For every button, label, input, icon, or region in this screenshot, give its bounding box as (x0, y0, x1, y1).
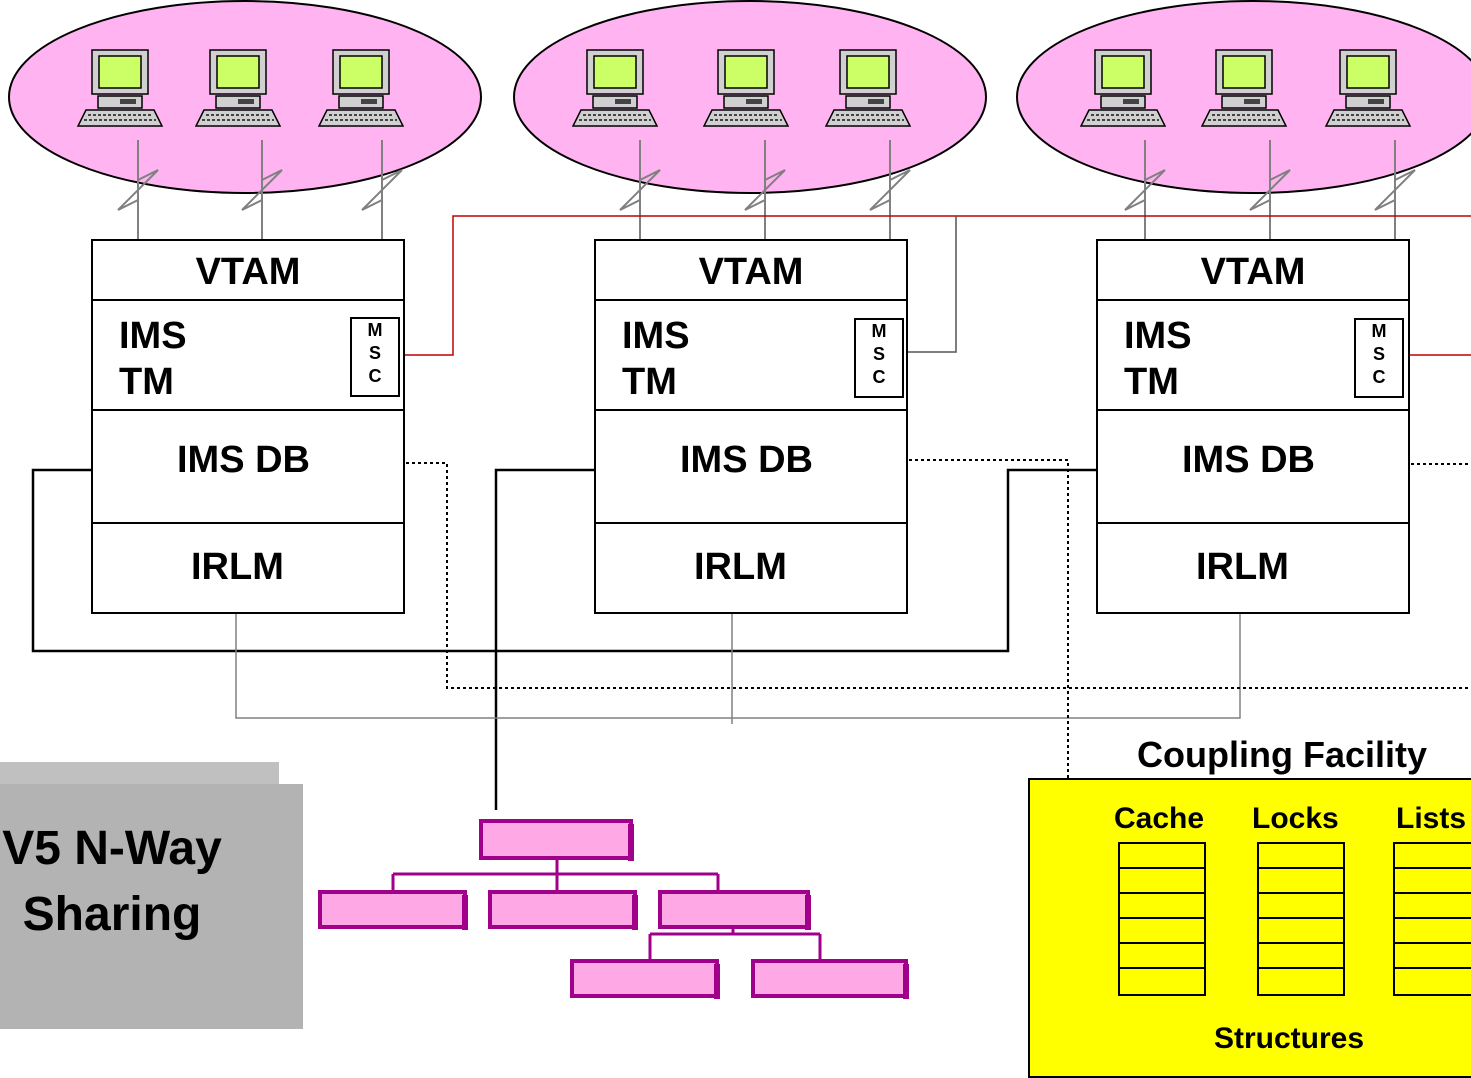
divider (596, 409, 906, 411)
title-box: V5 N-Way Sharing (0, 784, 303, 1029)
system-3: VTAM IMS TM M S C IMS DB IRLM (1096, 239, 1410, 614)
ims-tm-label: IMS TM (622, 313, 690, 405)
imsdb-label: IMS DB (177, 439, 310, 482)
coupling-facility: Cache Locks Lists Structures (1028, 778, 1471, 1078)
divider (596, 522, 906, 524)
title-line-2: Sharing (0, 882, 302, 948)
terminal-icon (319, 50, 403, 126)
tm-text: TM (119, 359, 187, 405)
ims-text: IMS (119, 313, 187, 359)
msc-letter: S (856, 343, 902, 366)
cache-label: Cache (1114, 802, 1204, 836)
divider (93, 522, 403, 524)
ims-text: IMS (1124, 313, 1192, 359)
system-1: VTAM IMS TM M S C IMS DB IRLM (91, 239, 405, 614)
msc-letter: M (856, 320, 902, 343)
msc-letter: C (352, 365, 398, 388)
imsdb-label: IMS DB (680, 439, 813, 482)
terminal-icon (1202, 50, 1286, 126)
locks-label: Locks (1252, 802, 1339, 836)
terminal-icon (1081, 50, 1165, 126)
msc-box: M S C (854, 318, 904, 398)
terminal-icon (704, 50, 788, 126)
database-hierarchy-icon (320, 821, 909, 999)
msc-letter: C (856, 366, 902, 389)
msc-box: M S C (1354, 318, 1404, 398)
terminal-icon (196, 50, 280, 126)
title-line-1: V5 N-Way (0, 816, 302, 882)
terminals-layer (0, 0, 1471, 150)
divider (93, 299, 403, 301)
lists-structure (1393, 842, 1471, 996)
terminal-icon (573, 50, 657, 126)
locks-structure (1257, 842, 1345, 996)
msc-letter: M (1356, 320, 1402, 343)
msc-letter: C (1356, 366, 1402, 389)
irlm-label: IRLM (694, 546, 787, 589)
system-2: VTAM IMS TM M S C IMS DB IRLM (594, 239, 908, 614)
msc-link-2 (906, 216, 956, 352)
tm-text: TM (1124, 359, 1192, 405)
irlm-label: IRLM (1196, 546, 1289, 589)
vtam-label: VTAM (93, 251, 403, 294)
terminal-icon (826, 50, 910, 126)
msc-letter: S (1356, 343, 1402, 366)
ims-tm-label: IMS TM (119, 313, 187, 405)
divider (596, 299, 906, 301)
lists-label: Lists (1396, 802, 1466, 836)
imsdb-label: IMS DB (1182, 439, 1315, 482)
divider (1098, 299, 1408, 301)
divider (93, 409, 403, 411)
vtam-label: VTAM (596, 251, 906, 294)
msc-box: M S C (350, 317, 400, 397)
terminal-icon (1326, 50, 1410, 126)
ims-tm-label: IMS TM (1124, 313, 1192, 405)
ims-text: IMS (622, 313, 690, 359)
msc-letter: S (352, 342, 398, 365)
msc-letter: M (352, 319, 398, 342)
irlm-label: IRLM (191, 546, 284, 589)
vtam-label: VTAM (1098, 251, 1408, 294)
coupling-facility-label: Coupling Facility (1137, 734, 1427, 776)
terminal-icon (78, 50, 162, 126)
irlm-links (236, 595, 1240, 724)
tm-text: TM (622, 359, 690, 405)
divider (1098, 409, 1408, 411)
cache-structure (1118, 842, 1206, 996)
structures-label: Structures (1214, 1022, 1364, 1056)
divider (1098, 522, 1408, 524)
